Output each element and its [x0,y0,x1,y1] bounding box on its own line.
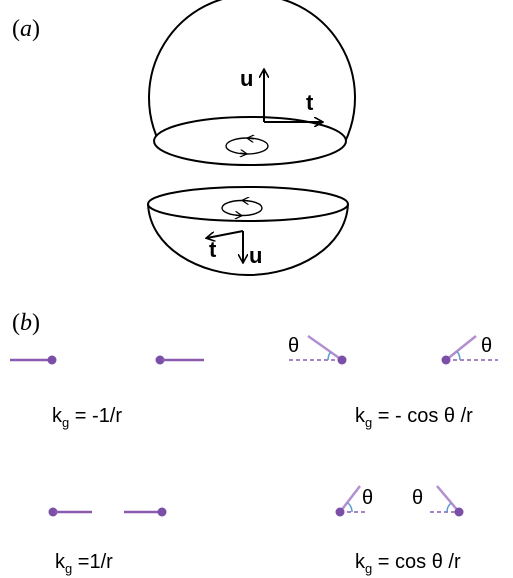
upper-u-label: u [240,66,253,91]
dot [155,355,165,365]
lower-t-label: t [209,237,217,262]
upper-dome-outline [148,0,356,145]
segment [436,485,460,513]
angle-arc [446,502,452,513]
dot [157,507,167,517]
segment [445,335,477,361]
lower-bowl-outline [147,203,349,277]
upper-t-label: t [306,90,314,115]
angle-arc [347,502,353,513]
angle-arc [327,351,332,361]
lower-vectors: t u [207,230,262,268]
panel-b-label: (b) [12,310,40,336]
config-2: θ θ [288,334,498,365]
dot [48,507,58,517]
lower-circulation [221,200,263,215]
theta-label: θ [412,487,423,509]
config-4: θ θ [335,485,464,517]
dot [337,355,347,365]
upper-disk [153,116,347,166]
segment [307,334,343,362]
upper-vectors: u t [240,66,322,122]
config-1 [10,355,204,365]
theta-label: θ [288,335,299,357]
formula-2: kg = - cos θ /r [355,405,473,430]
config-3 [48,507,167,517]
dot [47,355,57,365]
dot [441,355,451,365]
lower-u-label: u [249,243,262,268]
lower-t-arrow [207,230,244,238]
segment [339,485,361,513]
theta-label: θ [362,487,373,509]
dot [335,507,345,517]
formula-1: kg = -1/r [52,405,122,430]
panel-a-label: (a) [12,16,40,42]
angle-arc [456,350,461,361]
formula-4: kg = cos θ /r [355,551,461,576]
upper-circulation [225,138,269,154]
lower-disk [147,186,349,222]
formula-3: kg =1/r [55,551,113,576]
dot [454,507,464,517]
theta-label: θ [481,335,492,357]
